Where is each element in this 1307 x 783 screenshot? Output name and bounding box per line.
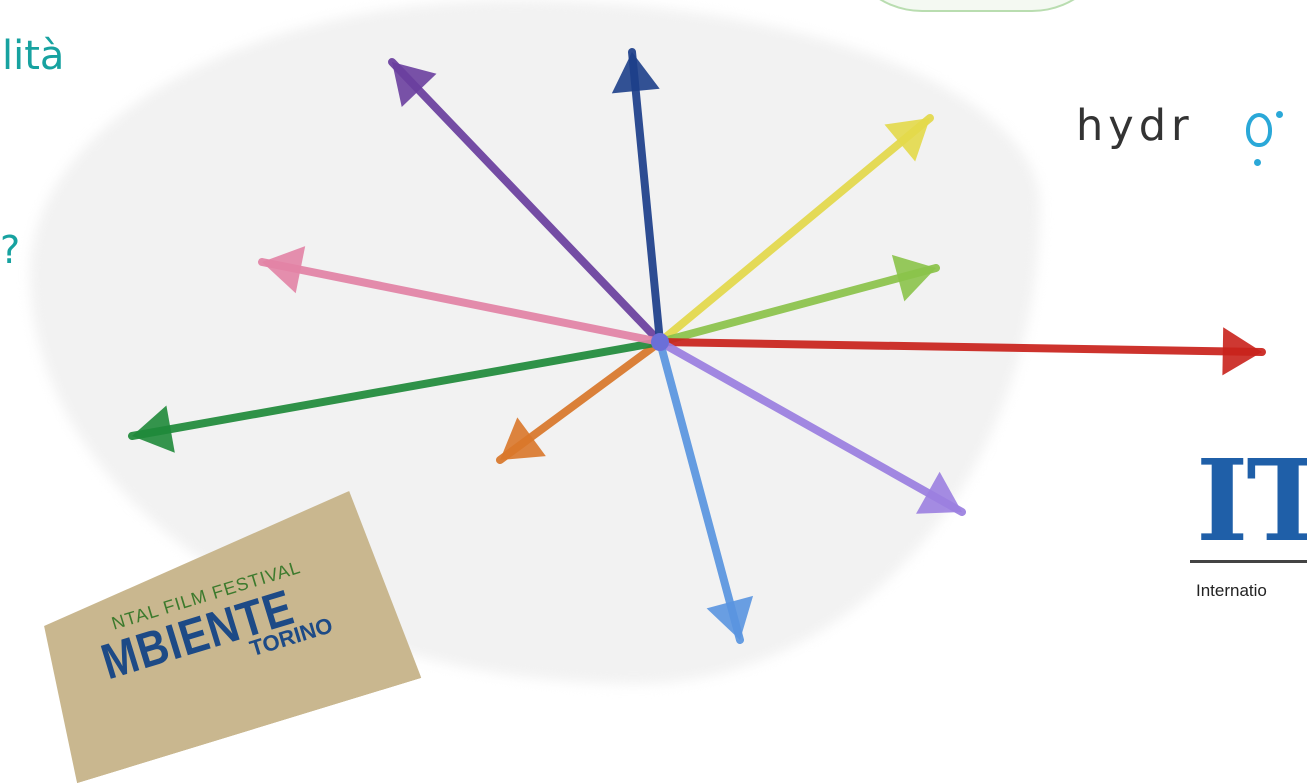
itc-logo-subtitle: Internatio xyxy=(1196,581,1267,601)
water-dot-icon xyxy=(1276,111,1283,118)
itc-logo-divider xyxy=(1190,560,1307,563)
violet-down-right-arrow xyxy=(660,342,962,514)
itc-logo-letters: IT xyxy=(1196,446,1307,558)
arrow-center-hub xyxy=(651,333,669,351)
pink-left-arrow xyxy=(262,246,660,342)
water-drop-icon xyxy=(1246,113,1272,147)
water-dot-icon xyxy=(1254,159,1261,166)
hydro-logo: hydr xyxy=(1076,105,1307,185)
hydro-logo-text: hydr xyxy=(1076,101,1194,151)
lime-right-arrow xyxy=(660,255,936,342)
red-right-arrow xyxy=(660,327,1262,375)
itc-logo: IT Internatio xyxy=(1190,440,1307,610)
